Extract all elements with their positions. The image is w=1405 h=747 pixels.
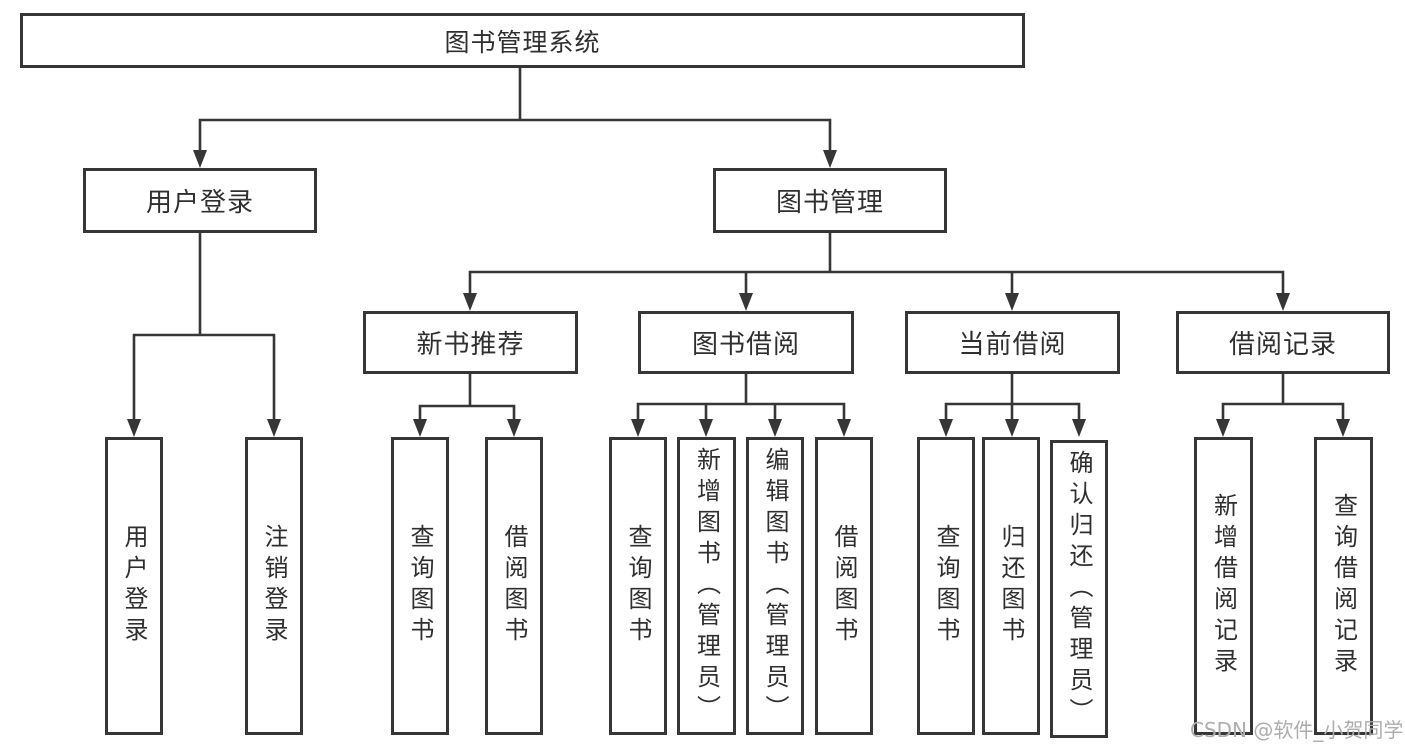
leaf-add-borrow-record-label: 新增借阅记录: [1209, 493, 1238, 679]
leaf-return-books-label: 归还图书: [997, 524, 1025, 648]
node-book-management: 图书管理: [713, 168, 947, 233]
leaf-recommend-borrow-books-label: 借阅图书: [500, 524, 528, 648]
leaf-recommend-borrow-books: 借阅图书: [485, 437, 543, 735]
csdn-watermark: CSDN @软件_小贺同学: [1190, 718, 1404, 742]
leaf-add-borrow-record: 新增借阅记录: [1194, 437, 1253, 735]
leaf-user-login: 用户登录: [105, 437, 163, 735]
node-current-borrow-label: 当前借阅: [958, 330, 1067, 360]
leaf-recommend-query-books-label: 查询图书: [406, 524, 434, 648]
leaf-add-book-admin-label: 新增图书（管理员）: [692, 446, 721, 726]
node-borrow-records-label: 借阅记录: [1228, 330, 1337, 360]
leaf-borrow-query-books-label: 查询图书: [624, 524, 652, 648]
leaf-query-borrow-record: 查询借阅记录: [1314, 437, 1373, 735]
leaf-current-query-books: 查询图书: [917, 437, 975, 735]
node-user-login-label: 用户登录: [145, 188, 254, 218]
leaf-recommend-query-books: 查询图书: [391, 437, 449, 735]
node-new-book-recommend-label: 新书推荐: [416, 330, 525, 360]
leaf-current-query-books-label: 查询图书: [932, 524, 960, 648]
leaf-edit-book-admin-label: 编辑图书（管理员）: [761, 446, 789, 726]
leaf-logout-label: 注销登录: [260, 524, 288, 648]
leaf-logout: 注销登录: [245, 437, 303, 735]
leaf-borrow-query-books: 查询图书: [609, 437, 667, 735]
leaf-borrow-books: 借阅图书: [815, 437, 873, 735]
node-borrow-records: 借阅记录: [1176, 311, 1390, 374]
node-new-book-recommend: 新书推荐: [363, 311, 578, 374]
leaf-borrow-books-label: 借阅图书: [830, 524, 858, 648]
leaf-user-login-label: 用户登录: [120, 524, 148, 648]
node-current-borrow: 当前借阅: [905, 311, 1120, 374]
leaf-confirm-return-admin: 确认归还（管理员）: [1050, 440, 1108, 738]
node-library-system: 图书管理系统: [20, 13, 1025, 68]
node-library-system-label: 图书管理系统: [444, 27, 601, 57]
node-book-borrow-label: 图书借阅: [691, 330, 800, 360]
leaf-query-borrow-record-label: 查询借阅记录: [1329, 493, 1358, 679]
leaf-return-books: 归还图书: [982, 437, 1040, 735]
leaf-add-book-admin: 新增图书（管理员）: [677, 437, 736, 735]
node-book-management-label: 图书管理: [775, 188, 884, 218]
leaf-confirm-return-admin-label: 确认归还（管理员）: [1065, 449, 1093, 729]
node-user-login: 用户登录: [83, 168, 317, 233]
leaf-edit-book-admin: 编辑图书（管理员）: [746, 437, 804, 735]
node-book-borrow: 图书借阅: [638, 311, 854, 374]
